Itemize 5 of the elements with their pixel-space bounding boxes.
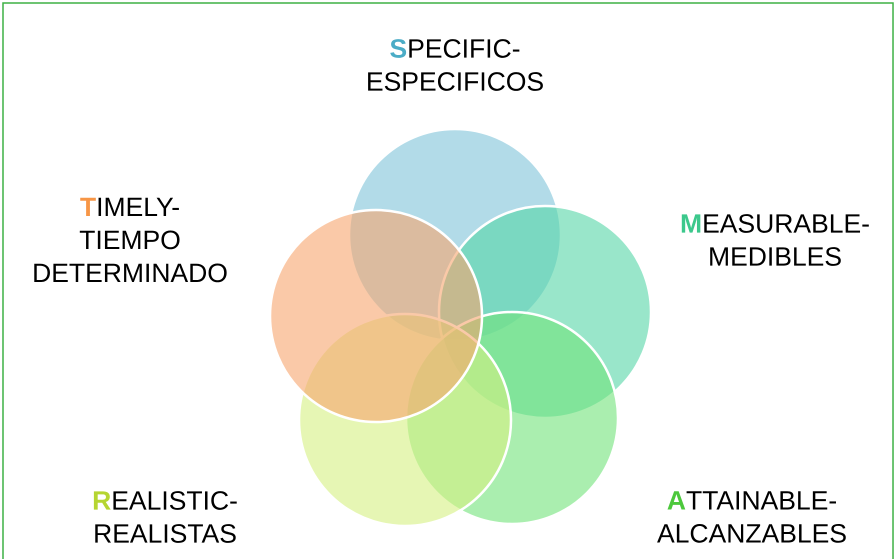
circle-label: ATTAINABLE- ALCANZABLES [657,491,846,543]
circle-label: SPECIFIC- ESPECIFICOS [368,39,543,91]
circle-label: REALISTIC- REALISTAS [94,491,237,543]
circle-label: MEASURABLE- MEDIBLES [682,214,869,266]
circle-label: TIMELY- TIEMPO DETERMINADO [34,198,227,282]
